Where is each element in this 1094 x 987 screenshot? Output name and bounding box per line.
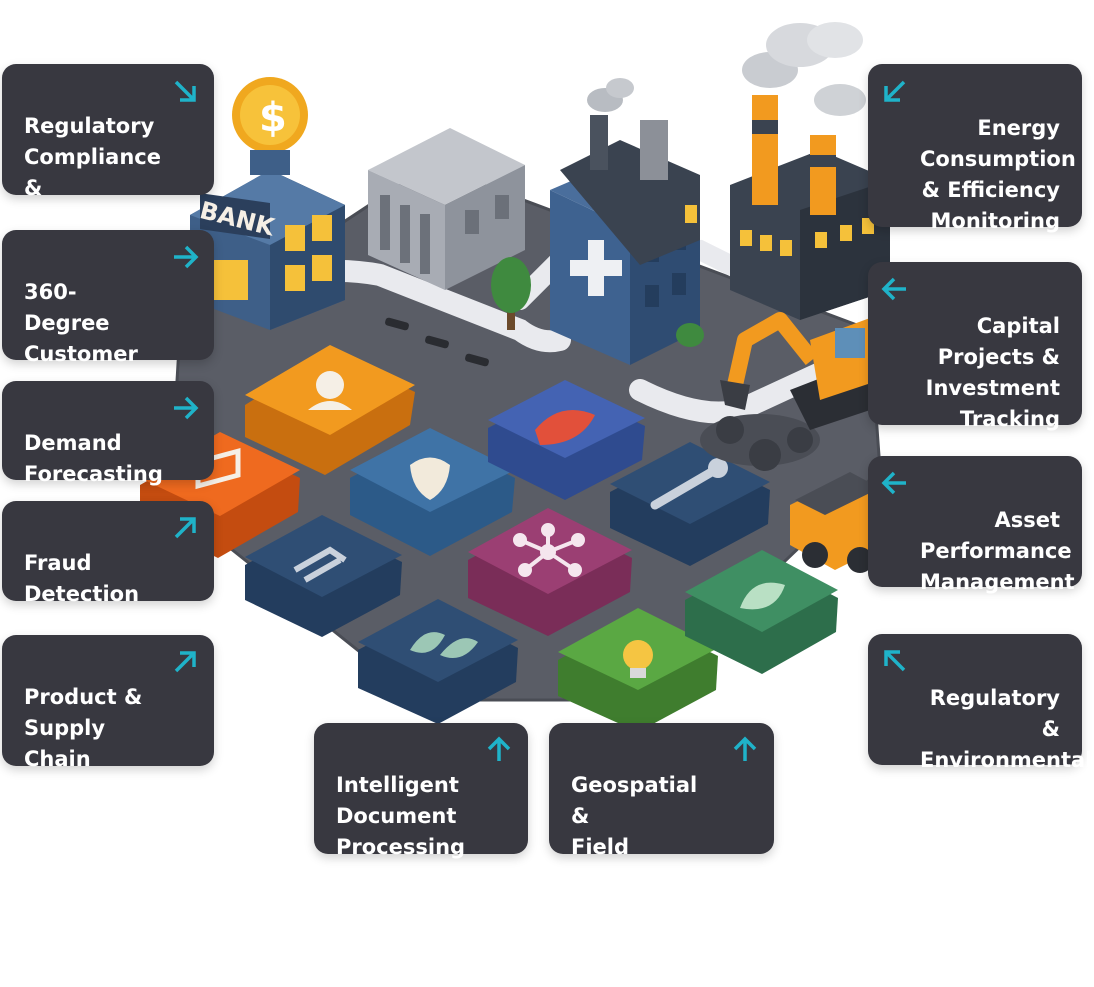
tile-shield bbox=[350, 428, 515, 556]
tile-chart bbox=[245, 515, 402, 637]
tile-person bbox=[245, 345, 415, 475]
tree bbox=[491, 257, 531, 330]
geospatial-label: Geospatial & Field Operations Analytics bbox=[571, 773, 702, 921]
arrow-left-icon bbox=[881, 277, 906, 301]
tile-grid bbox=[140, 345, 838, 732]
arrow-down-left-icon bbox=[884, 80, 906, 102]
bank-building: BANK $ bbox=[190, 77, 345, 330]
arrow-up-right-icon bbox=[174, 517, 196, 539]
tile-network bbox=[468, 508, 632, 636]
energy-consumption-label: Energy Consumption & Efficiency Monitori… bbox=[920, 116, 1076, 233]
arrow-right-icon bbox=[174, 396, 199, 420]
arrow-up-icon bbox=[733, 736, 757, 761]
big-factory bbox=[730, 22, 890, 320]
bush bbox=[676, 323, 704, 347]
arrow-up-left-icon bbox=[884, 650, 906, 672]
intelligent-document-label: Intelligent Document Processing bbox=[336, 773, 466, 859]
intelligent-document-card: Intelligent Document Processing bbox=[314, 723, 528, 859]
geospatial-card: Geospatial & Field Operations Analytics bbox=[549, 723, 774, 921]
arrow-down-right-icon bbox=[174, 80, 196, 102]
regulatory-environmental-label: Regulatory & Environmental Compliance bbox=[920, 686, 1093, 803]
regulatory-compliance-card: Regulatory Compliance & Auditability bbox=[2, 64, 214, 231]
coin-symbol: $ bbox=[259, 95, 287, 141]
asset-performance-card: Asset Performance Management bbox=[868, 456, 1082, 594]
regulatory-compliance-label: Regulatory Compliance & Auditability bbox=[24, 114, 162, 231]
asset-performance-label: Asset Performance Management bbox=[920, 508, 1075, 594]
tile-leaf-green bbox=[685, 550, 838, 674]
arrow-right-icon bbox=[174, 245, 199, 269]
arrow-left-icon bbox=[881, 471, 906, 495]
city-illustration: BANK $ bbox=[140, 22, 900, 732]
arrow-up-right-icon bbox=[174, 651, 196, 673]
product-supply-label: Product & Supply Chain Analytics bbox=[24, 685, 143, 802]
energy-consumption-card: Energy Consumption & Efficiency Monitori… bbox=[868, 64, 1082, 233]
capital-projects-card: Capital Projects & Investment Tracking bbox=[868, 262, 1082, 431]
small-factory bbox=[560, 78, 700, 265]
fraud-detection-label: Fraud Detection bbox=[24, 551, 140, 606]
tile-bulb bbox=[558, 608, 718, 732]
customer-view-card: 360-Degree Customer View bbox=[2, 230, 214, 397]
demand-forecasting-card: Demand Forecasting bbox=[2, 381, 214, 486]
demand-forecasting-label: Demand Forecasting bbox=[24, 431, 163, 486]
regulatory-environmental-card: Regulatory & Environmental Compliance bbox=[868, 634, 1092, 803]
arrow-up-icon bbox=[487, 736, 511, 761]
fraud-detection-card: Fraud Detection bbox=[2, 501, 214, 606]
tile-leaves bbox=[358, 599, 518, 724]
product-supply-card: Product & Supply Chain Analytics bbox=[2, 635, 214, 802]
capital-projects-label: Capital Projects & Investment Tracking bbox=[925, 314, 1060, 431]
tile-leaf-red bbox=[488, 380, 645, 500]
